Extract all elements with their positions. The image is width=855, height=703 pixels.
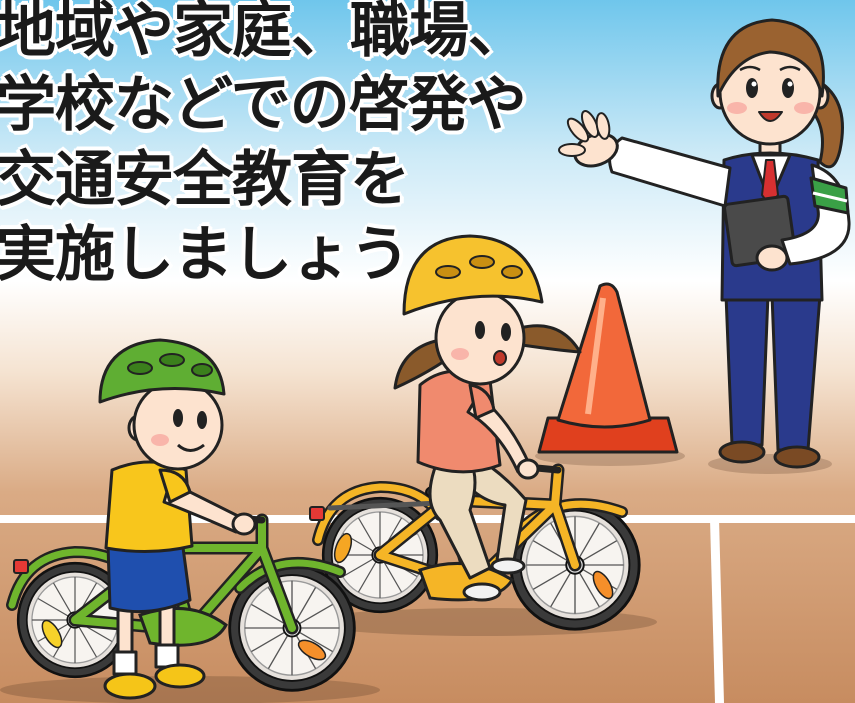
instructor-figure (558, 18, 851, 474)
traffic-cone (535, 282, 685, 466)
headline-line-2: 学校などでの啓発や (0, 70, 527, 140)
headline-line-1: 地域や家庭、職場、 (0, 0, 528, 66)
girl-on-yellow-bicycle (307, 234, 657, 636)
headline-line-3: 交通安全教育を (0, 145, 410, 215)
boy-on-green-bicycle (0, 338, 380, 703)
headline-line-4: 実施しましょう (0, 220, 410, 290)
